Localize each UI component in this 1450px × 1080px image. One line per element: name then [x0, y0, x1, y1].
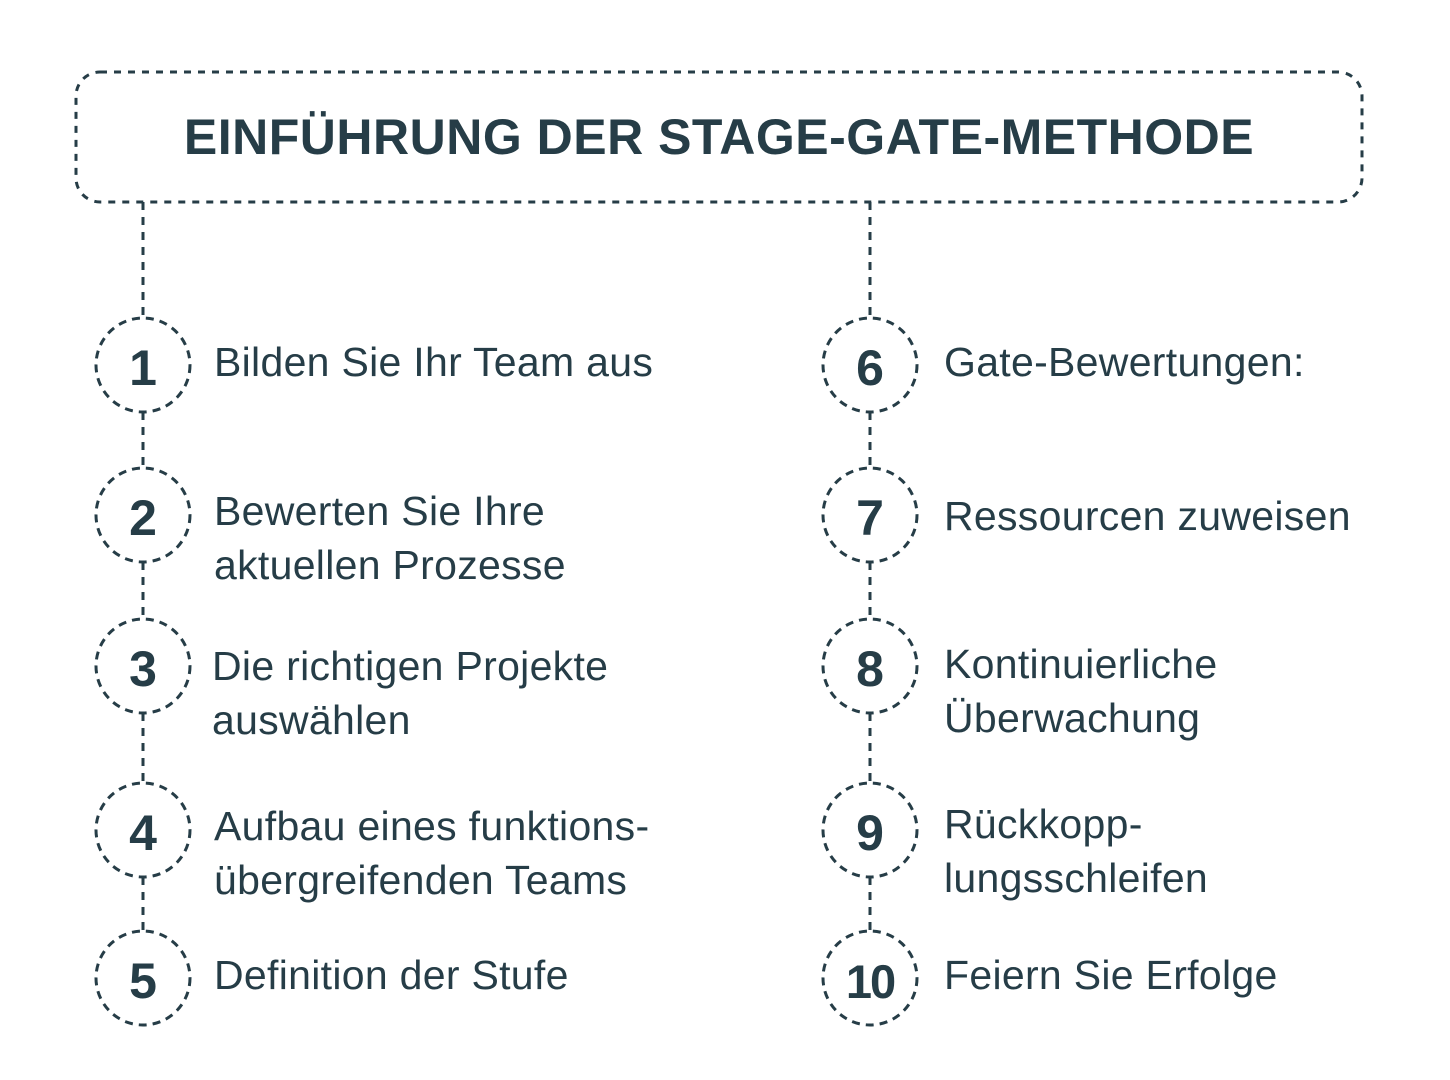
- step-4-label-line1: Aufbau eines funktions-: [214, 803, 650, 849]
- step-1-label: Bilden Sie Ihr Team aus: [214, 335, 653, 389]
- step-4-label: Aufbau eines funktions- übergreifenden T…: [214, 799, 649, 907]
- title-box: EINFÜHRUNG DER STAGE-GATE-METHODE: [76, 72, 1362, 202]
- step-2-label-line2: aktuellen Prozesse: [214, 542, 566, 588]
- step-3-label-line2: auswählen: [212, 697, 411, 743]
- step-7-label: Ressourcen zuweisen: [944, 489, 1351, 543]
- step-3-label: Die richtigen Projekte auswählen: [212, 639, 608, 747]
- page-title: EINFÜHRUNG DER STAGE-GATE-METHODE: [183, 109, 1255, 165]
- step-10-label-line1: Feiern Sie Erfolge: [944, 952, 1278, 998]
- step-5-label-line1: Definition der Stufe: [214, 952, 569, 998]
- step-6-number: 6: [856, 340, 884, 396]
- step-8-number: 8: [856, 641, 884, 697]
- step-8-label: Kontinuierliche Überwachung: [944, 637, 1217, 745]
- step-2-label-line1: Bewerten Sie Ihre: [214, 488, 545, 534]
- step-10-label: Feiern Sie Erfolge: [944, 948, 1278, 1002]
- step-4-number: 4: [129, 805, 157, 861]
- step-8-label-line2: Überwachung: [944, 695, 1201, 741]
- step-9-label: Rückkopp- lungsschleifen: [944, 797, 1208, 905]
- step-2-label: Bewerten Sie Ihre aktuellen Prozesse: [214, 484, 566, 592]
- step-7-number: 7: [856, 490, 884, 546]
- step-7-label-line1: Ressourcen zuweisen: [944, 493, 1351, 539]
- step-8-label-line1: Kontinuierliche: [944, 641, 1218, 687]
- step-3-number: 3: [129, 641, 157, 697]
- step-10-number: 10: [845, 954, 896, 1008]
- step-4-label-line2: übergreifenden Teams: [214, 857, 628, 903]
- step-1-number: 1: [129, 340, 157, 396]
- step-1-label-line1: Bilden Sie Ihr Team aus: [214, 339, 654, 385]
- step-5-number: 5: [129, 953, 157, 1009]
- step-9-label-line1: Rückkopp-: [944, 801, 1143, 847]
- step-6-label-line1: Gate-Bewertungen:: [944, 339, 1305, 385]
- step-9-label-line2: lungsschleifen: [944, 855, 1209, 901]
- step-6-label: Gate-Bewertungen:: [944, 335, 1305, 389]
- step-9-number: 9: [856, 805, 884, 861]
- step-3-label-line1: Die richtigen Projekte: [212, 643, 609, 689]
- step-5-label: Definition der Stufe: [214, 948, 569, 1002]
- step-2-number: 2: [129, 490, 157, 546]
